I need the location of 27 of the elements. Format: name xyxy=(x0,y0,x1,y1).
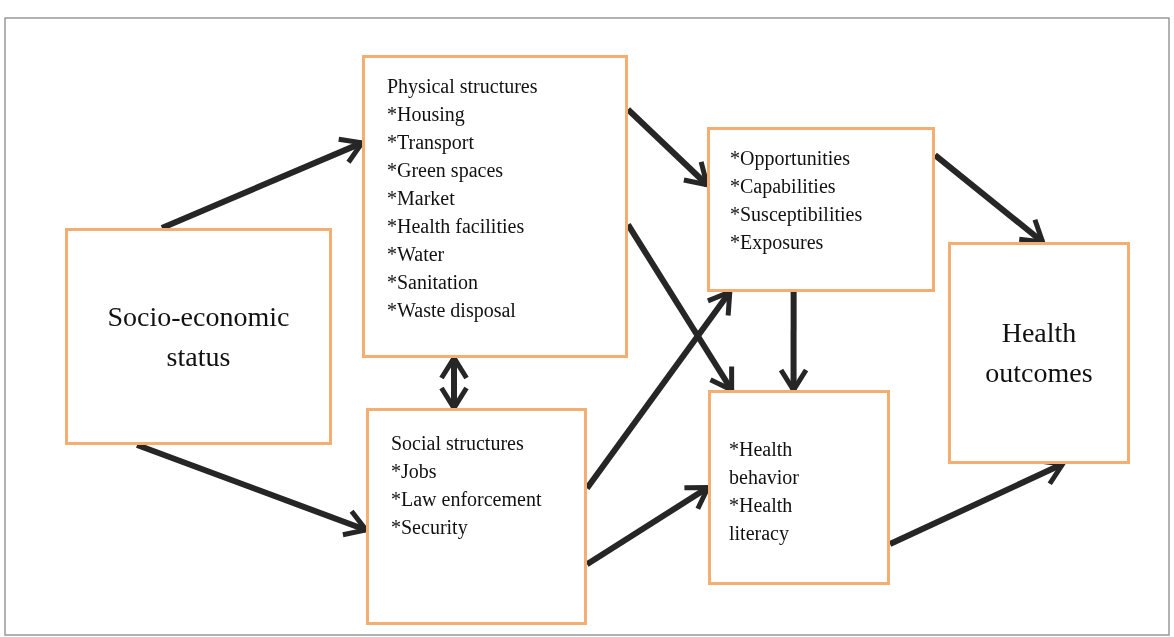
box xyxy=(65,228,332,445)
node-label: *Market xyxy=(387,186,455,211)
box xyxy=(948,242,1130,464)
node-label: *Security xyxy=(391,515,468,541)
node-label: *Capabilities xyxy=(730,174,836,200)
node-label: Physical structures xyxy=(387,74,538,100)
node-label: *Law enforcement xyxy=(391,487,542,512)
node-label: Social structures xyxy=(391,431,524,456)
node-label: *Susceptibilities xyxy=(730,202,863,228)
node-label: Health outcomes xyxy=(984,316,1094,390)
node-label: *Jobs xyxy=(391,459,437,484)
node-label: *Health literacy xyxy=(729,493,794,547)
node-label: Socio-economic status xyxy=(106,299,291,374)
node-label: *Green spaces xyxy=(387,158,504,184)
node-label: *Sanitation xyxy=(387,270,479,295)
node-label: *Transport xyxy=(387,130,475,156)
node-label: *Water xyxy=(387,242,445,267)
box xyxy=(708,390,890,585)
node-label: *Exposures xyxy=(730,230,824,256)
node-label: *Waste disposal xyxy=(387,298,516,324)
box xyxy=(366,408,587,625)
box xyxy=(362,55,628,358)
node-label: *Housing xyxy=(387,102,465,128)
box xyxy=(707,127,935,292)
node-label: *Opportunities xyxy=(730,146,850,172)
node-label: *Health behavior xyxy=(729,437,800,490)
node-label: *Health facilities xyxy=(387,214,525,239)
